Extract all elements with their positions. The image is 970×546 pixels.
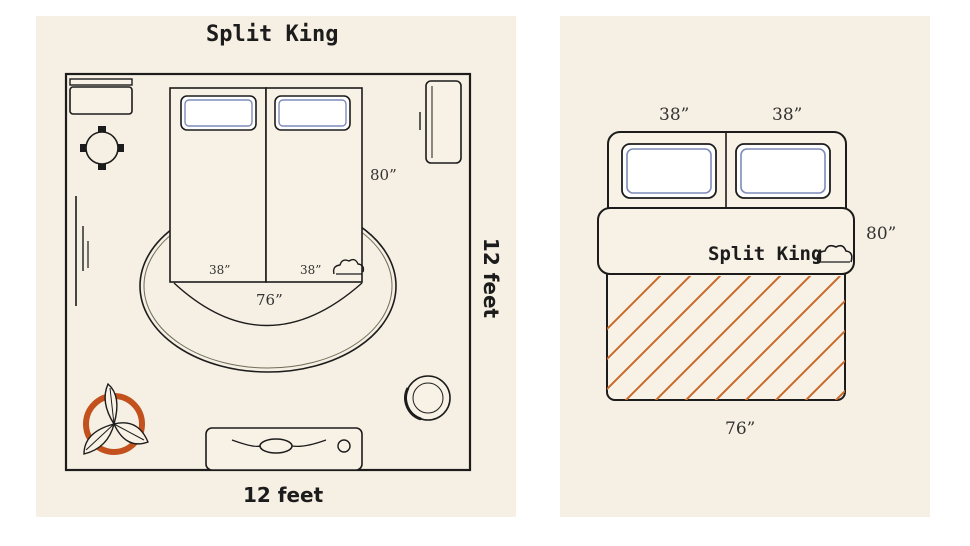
bed-detail-drawing (597, 131, 855, 401)
pillow-right (274, 95, 351, 131)
rug-under-bed (173, 282, 363, 327)
left-plan-title: Split King (206, 22, 339, 47)
bed-width-label-right: 76” (725, 419, 756, 439)
mattress-hatching (607, 276, 845, 400)
cloud-bed-icon (332, 258, 365, 275)
room-width-label: 12 feet (243, 483, 324, 507)
pillow-left (180, 95, 257, 131)
bed-width-label: 76” (256, 291, 283, 309)
pillow-right (735, 143, 831, 199)
armchair-bottom-right (404, 375, 451, 421)
right-width-label: 38” (772, 105, 803, 125)
right-half-width-label: 38” (300, 263, 322, 277)
room-plan-drawing (64, 72, 472, 472)
pillow-left (621, 143, 717, 199)
desk-top-left (69, 78, 133, 115)
dresser-top-right (419, 80, 462, 164)
room-depth-label: 12 feet (479, 237, 503, 319)
wall-shelf-left (75, 196, 89, 306)
length-label: 80” (866, 224, 897, 244)
cloud-bed-icon (816, 244, 853, 263)
duvet-band (597, 207, 855, 275)
tv-console-bottom (205, 427, 363, 471)
room-floor-plan-panel: Split King 80” 38” 38” 76” 12 feet 12 fe… (36, 16, 516, 517)
left-half-width-label: 38” (209, 263, 231, 277)
round-chair-top-left (80, 126, 124, 170)
bed-detail-panel: 38” 38” 80” Split King 76” (560, 16, 930, 517)
potted-plant-bottom-left (83, 382, 149, 455)
split-king-bed (169, 87, 365, 283)
bed-label: Split King (708, 243, 823, 265)
bed-length-label: 80” (370, 166, 397, 184)
left-width-label: 38” (659, 105, 690, 125)
